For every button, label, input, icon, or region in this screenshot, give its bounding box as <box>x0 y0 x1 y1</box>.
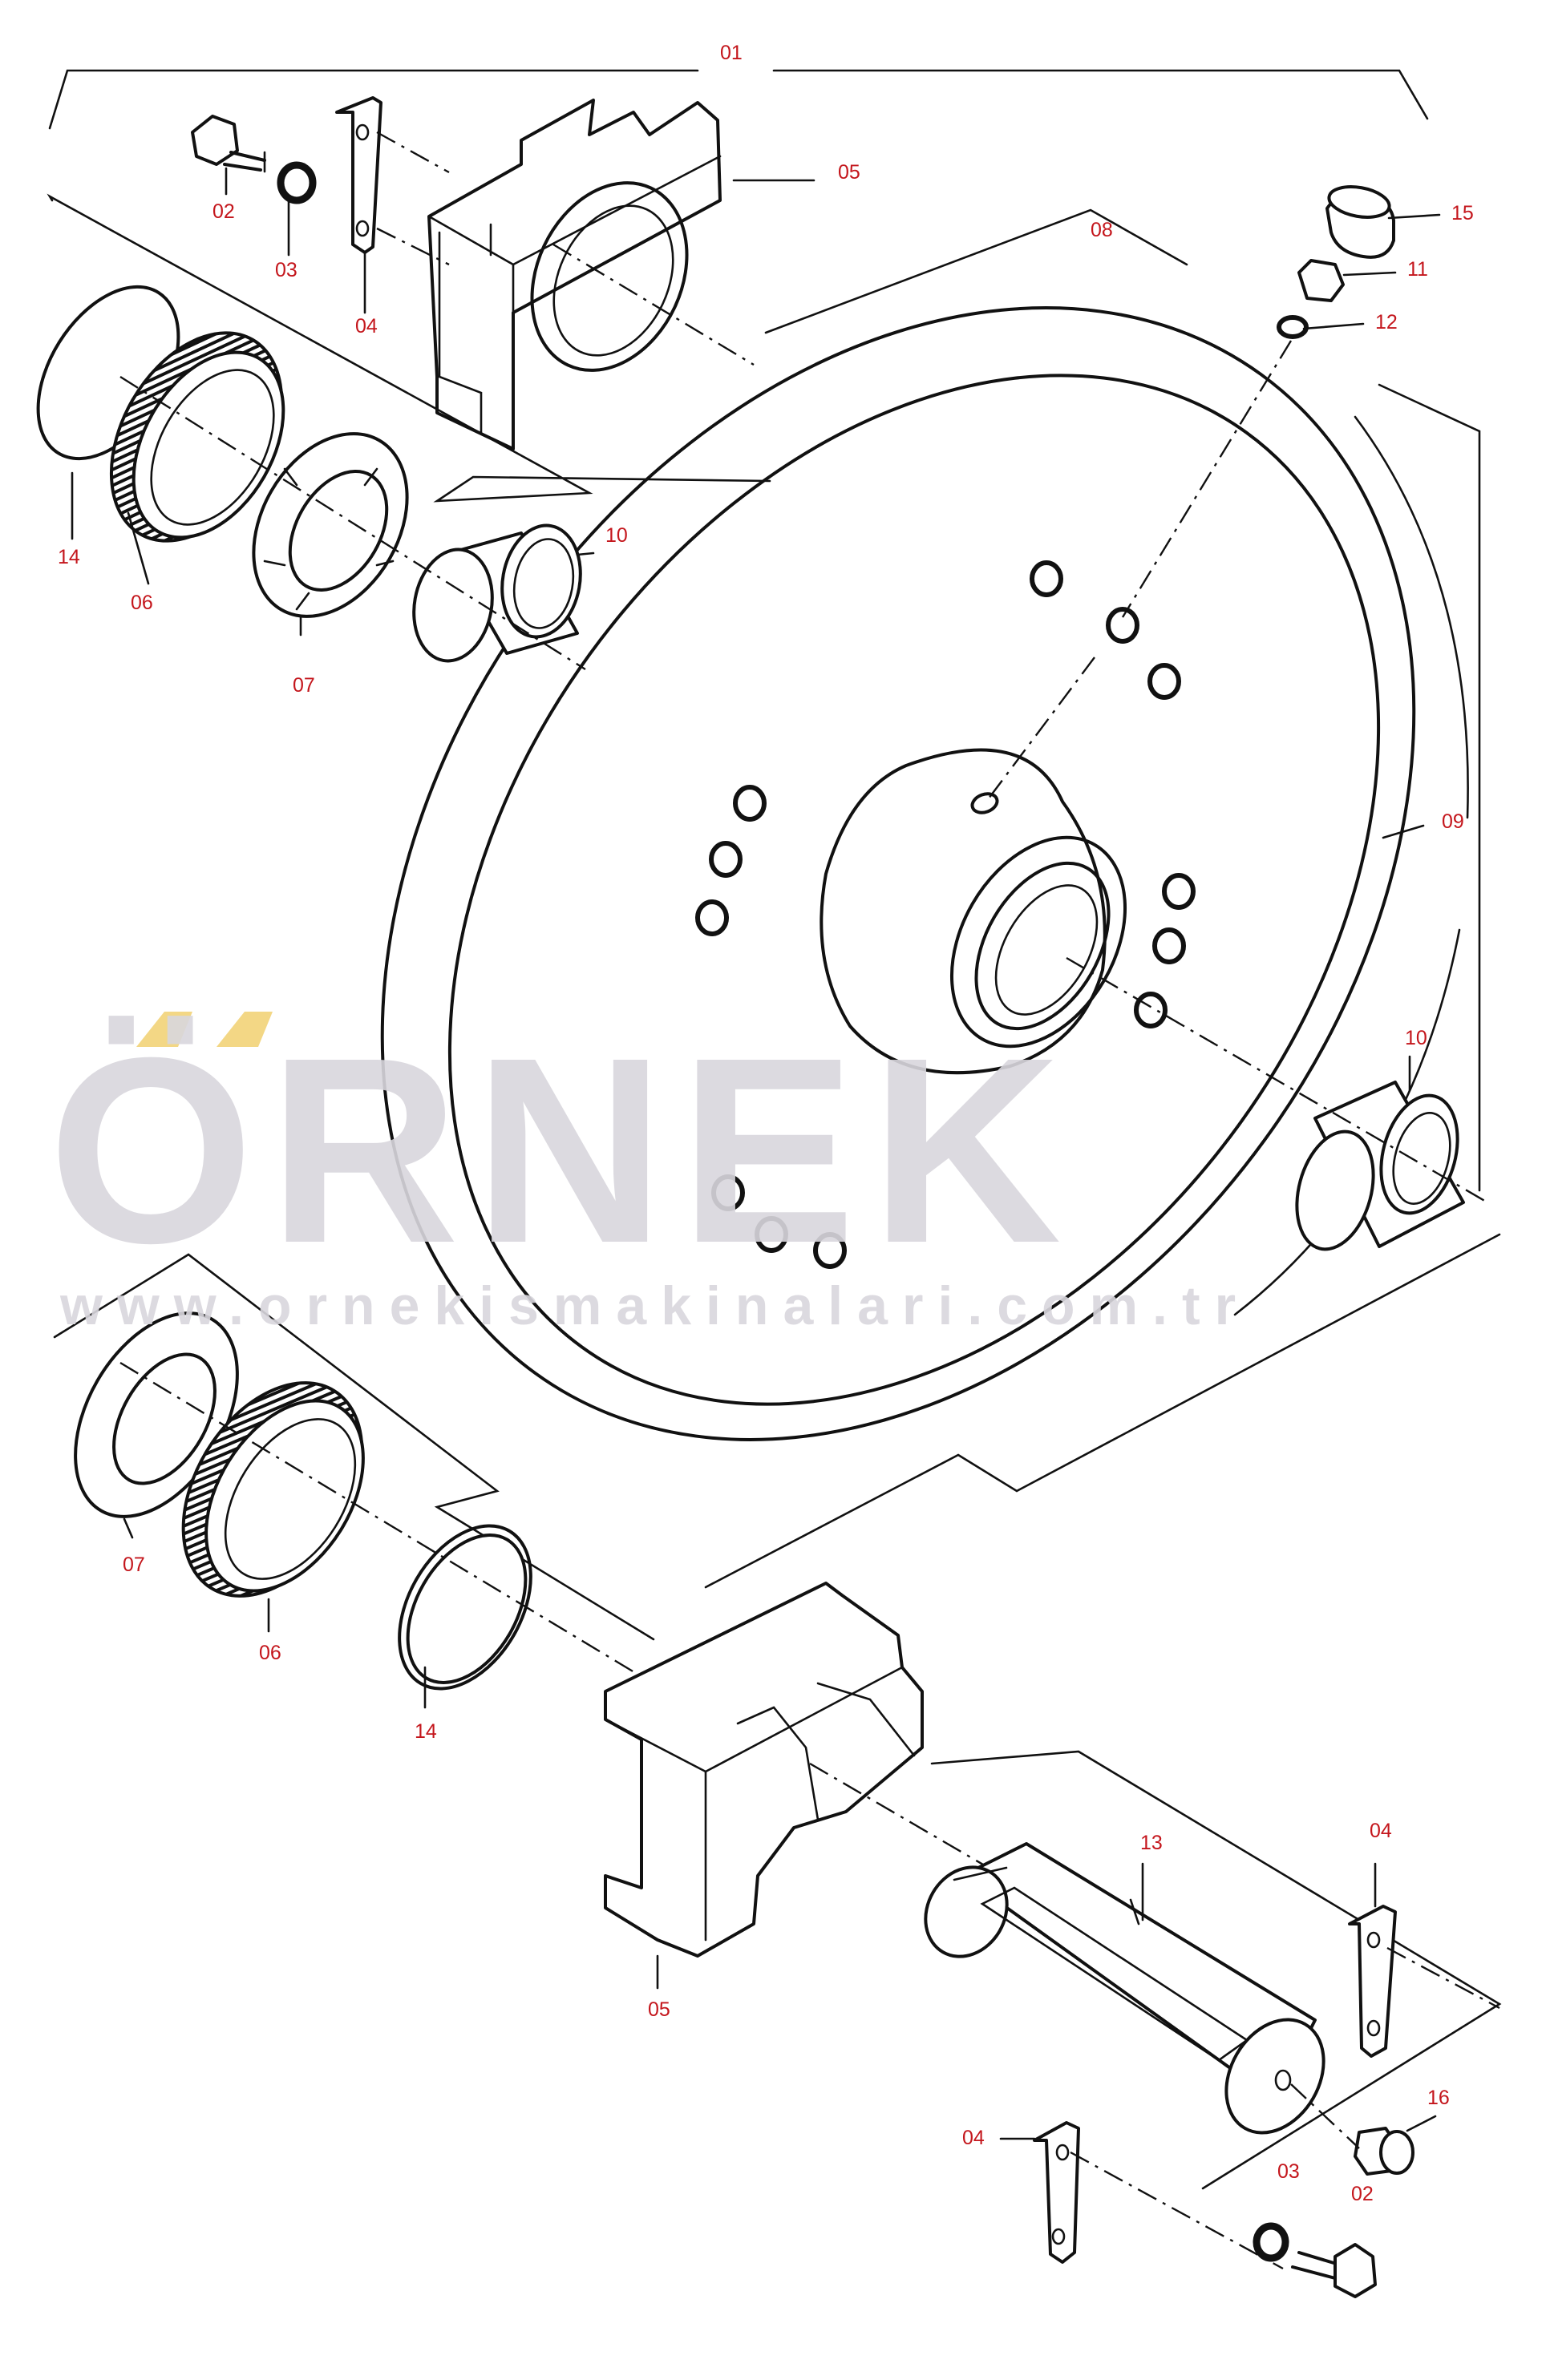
callout-08: 08 <box>1091 219 1113 241</box>
callout-02: 02 <box>1351 2183 1374 2205</box>
assembly-bracket-01 <box>48 69 1429 130</box>
callout-12: 12 <box>1375 311 1398 333</box>
locking-plate-04-left <box>1033 2121 1284 2270</box>
callout-10: 10 <box>1405 1027 1427 1049</box>
callout-09: 09 <box>1442 810 1464 833</box>
callout-02: 02 <box>212 200 235 223</box>
callout-06: 06 <box>259 1642 281 1664</box>
washer-03-bottom <box>1253 2222 1289 2262</box>
bolt-02-bottom <box>1291 2243 1377 2298</box>
bolt-02-top <box>191 115 266 173</box>
callout-07: 07 <box>123 1554 145 1576</box>
callout-04: 04 <box>962 2127 985 2149</box>
watermark-brand: ÖRNEK <box>48 1002 1076 1298</box>
callout-06: 06 <box>131 592 153 614</box>
callout-13: 13 <box>1140 1832 1163 1854</box>
callout-11: 11 <box>1407 258 1428 281</box>
callout-04: 04 <box>355 315 378 337</box>
seal-group-top <box>36 193 771 671</box>
grease-fitting-group <box>985 185 1395 802</box>
callout-03: 03 <box>1277 2160 1300 2183</box>
callout-10: 10 <box>605 524 628 547</box>
watermark-logo <box>136 1012 273 1047</box>
bushing-10-right <box>1066 956 1488 1251</box>
watermark-url: www.ornekismakinalari.com.tr <box>60 1275 1251 1336</box>
shaft-13 <box>924 1750 1502 2190</box>
callout-05: 05 <box>648 1998 670 2021</box>
callout-14: 14 <box>58 546 80 568</box>
callout-leaders <box>71 167 1441 2140</box>
locking-plate-04-right <box>1348 1905 1500 2058</box>
seal-group-bottom <box>53 1253 827 1789</box>
callout-14: 14 <box>415 1720 437 1743</box>
callout-04: 04 <box>1370 1820 1392 1842</box>
callout-01: 01 <box>720 42 743 64</box>
locking-plate-04-top <box>335 96 450 266</box>
callout-03: 03 <box>275 259 297 281</box>
wheel-bolt-holes <box>695 560 1196 1269</box>
logo-accent-mark <box>136 1012 192 1047</box>
callout-05: 05 <box>838 161 860 184</box>
washer-03-top <box>277 161 317 204</box>
bearing-block-top <box>427 99 755 451</box>
pin-16 <box>1290 2083 1414 2176</box>
callout-07: 07 <box>293 674 315 697</box>
idler-wheel <box>380 208 1501 1589</box>
logo-accent-mark <box>217 1012 273 1047</box>
callout-16: 16 <box>1427 2087 1450 2109</box>
callout-15: 15 <box>1451 202 1474 224</box>
bearing-block-bottom <box>604 1582 1003 1958</box>
